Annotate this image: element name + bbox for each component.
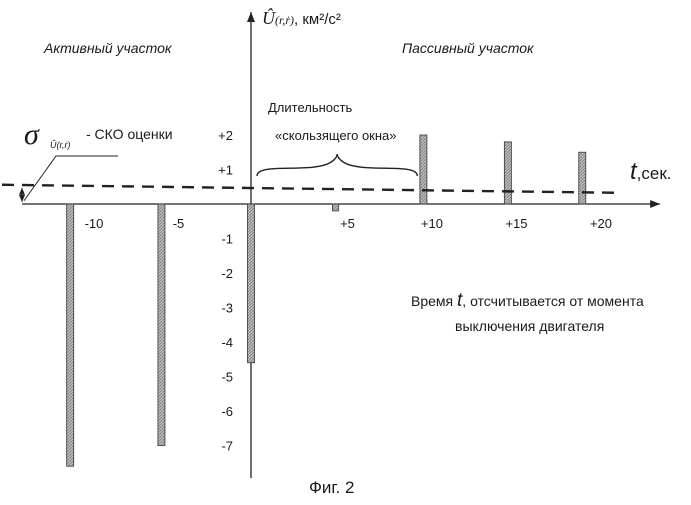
y-axis-arrow [247,12,255,22]
x-tick-label-2: +5 [340,216,355,231]
sigma-label: σ [24,118,39,152]
active-segment-label: Активный участок [44,40,171,56]
y-axis-args: (r,ṙ) [275,13,294,27]
sigma-symbol: σ [24,118,39,151]
y-tick-label-1: +1 [218,163,233,178]
sko-level-line [2,185,614,193]
y-tick-label-0: +2 [218,128,233,143]
bar-6 [579,152,586,204]
sigma-leader-line [24,156,118,201]
x-tick-label-0: -10 [85,216,104,231]
window-brace [257,154,417,176]
y-axis-unit: , км²/с² [294,11,341,28]
sigma-arrow-top [19,188,25,195]
y-tick-label-3: -2 [221,266,233,281]
sigma-arrow-bottom [19,195,25,202]
x-tick-label-1: -5 [173,216,185,231]
x-tick-label-3: +10 [421,216,443,231]
x-tick-label-5: +20 [590,216,612,231]
x-axis-title: t,сек. [630,158,672,186]
time-note-line1: Время t, отсчитывается от момента [411,290,644,312]
y-tick-label-8: -7 [221,439,233,454]
y-axis-title: Û(r,ṙ), км²/с² [262,8,341,29]
y-tick-label-5: -4 [221,335,233,350]
window-label-line1: Длительность [268,100,352,115]
y-tick-label-4: -3 [221,301,233,316]
x-axis-arrow [650,200,660,208]
figure-caption: Фиг. 2 [309,478,354,498]
y-axis-symbol: Û [262,8,275,28]
bar-5 [504,142,511,204]
y-tick-label-7: -6 [221,404,233,419]
bar-4 [420,135,427,204]
y-tick-label-6: -5 [221,370,233,385]
window-label-line2: «скользящего окна» [275,128,397,143]
bar-2 [248,204,255,363]
bar-1 [158,204,165,446]
sigma-subscript: Û(r,ṙ) [50,140,71,150]
bar-3 [333,204,339,211]
bar-0 [67,204,74,466]
x-axis-symbol: t [630,158,637,185]
y-tick-label-2: -1 [221,232,233,247]
passive-segment-label: Пассивный участок [402,40,534,56]
time-note-line2: выключения двигателя [455,318,604,334]
x-axis-unit: ,сек. [637,164,672,183]
x-tick-label-4: +15 [505,216,527,231]
sigma-description: - СКО оценки [86,126,173,142]
